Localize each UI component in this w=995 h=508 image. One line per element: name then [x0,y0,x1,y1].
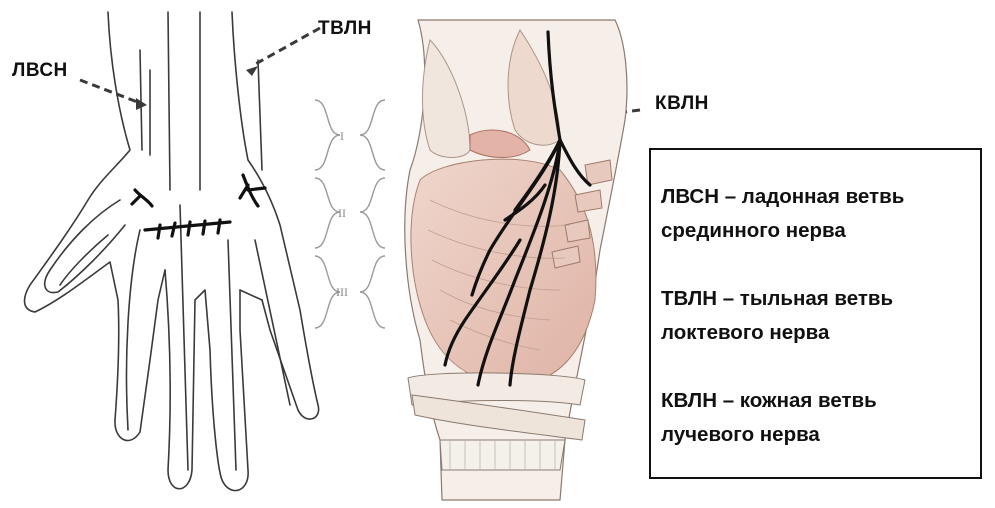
callout-kvln: КВЛН [655,93,709,115]
legend-entry-kvln: КВЛН – кожная ветвь лучевого нерва [661,384,877,452]
zone-brackets [315,100,385,328]
hand-nerve-branches [132,175,265,238]
zone-label-ii: II [338,206,346,220]
legend-kvln-line2: лучевого нерва [661,418,877,452]
callout-lvsn: ЛВСН [12,60,68,82]
legend-tvln-line2: локтевого нерва [661,316,893,350]
legend-entry-tvln: ТВЛН – тыльная ветвь локтевого нерва [661,282,893,350]
legend-entry-lvsn: ЛВСН – ладонная ветвь срединного нерва [661,180,904,248]
dissection-illustration [405,20,627,500]
legend-lvsn-line2: срединного нерва [661,214,904,248]
legend-kvln-line1: КВЛН – кожная ветвь [661,384,877,418]
hand-outline-drawing [25,12,319,491]
legend-lvsn-line1: ЛВСН – ладонная ветвь [661,180,904,214]
legend-tvln-line1: ТВЛН – тыльная ветвь [661,282,893,316]
zone-label-iii: III [336,285,348,299]
zone-label-i: I [340,129,344,143]
legend-box: ЛВСН – ладонная ветвь срединного нерва Т… [649,148,982,479]
callout-tvln: ТВЛН [318,18,372,40]
